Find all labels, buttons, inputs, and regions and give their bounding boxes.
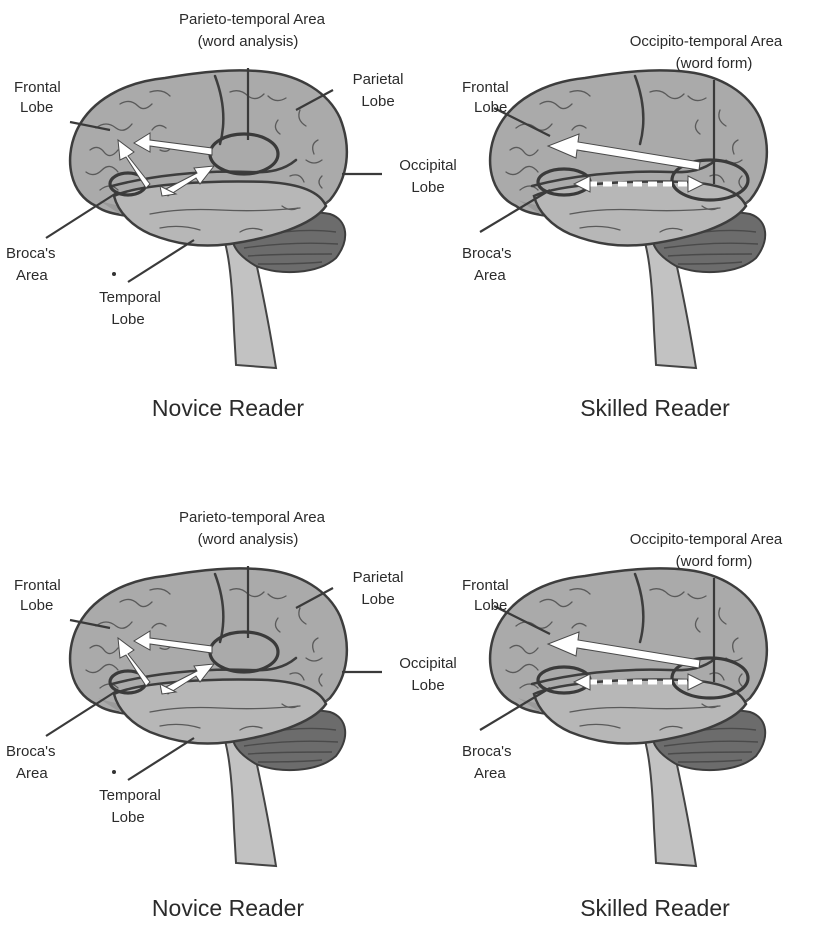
parieto-temporal-label: Parieto-temporal Area [179,11,326,28]
novice-caption: Novice Reader [152,895,304,921]
broca-label: Broca's [6,743,56,760]
frontal-label-line2: Lobe [20,99,53,116]
occipito-temporal-label: Occipito-temporal Area [630,531,783,548]
broca-label-skilled-line2: Area [474,765,506,782]
frontal-label-skilled: Frontal [462,79,509,96]
occipital-label: Occipital [399,157,457,174]
frontal-label-skilled-line2: Lobe [474,597,507,614]
frontal-label-line2: Lobe [20,597,53,614]
occipital-label-line2: Lobe [411,677,444,694]
temporal-label: Temporal [99,787,161,804]
broca-label: Broca's [6,245,56,262]
broca-pointer [46,192,118,238]
broca-label-line2: Area [16,267,48,284]
temporal-pointer [128,738,194,780]
broca-label-skilled: Broca's [462,743,512,760]
frontal-label: Frontal [14,79,61,96]
frontal-label-skilled-line2: Lobe [474,99,507,116]
skilled-brain-illustration [490,70,767,368]
temporal-pointer [128,240,194,282]
broca-label-skilled: Broca's [462,245,512,262]
skilled-reader-panel-top: Occipito-temporal Area (word form) Front… [462,33,783,421]
frontal-label-skilled: Frontal [462,577,509,594]
bullet-dot [112,770,116,774]
occipito-temporal-sublabel: (word form) [676,55,753,72]
temporal-label-line2: Lobe [111,809,144,826]
occipito-temporal-label: Occipito-temporal Area [630,33,783,50]
skilled-reader-panel-bottom: Occipito-temporal Area (word form) Front… [462,531,783,921]
skilled-caption: Skilled Reader [580,895,730,921]
parieto-temporal-label: Parieto-temporal Area [179,509,326,526]
occipital-label-line2: Lobe [411,179,444,196]
broca-label-skilled-line2: Area [474,267,506,284]
novice-reader-panel-top: Parieto-temporal Area (word analysis) Fr… [6,11,457,421]
parieto-temporal-sublabel: (word analysis) [198,33,299,50]
temporal-label-line2: Lobe [111,311,144,328]
parieto-temporal-sublabel: (word analysis) [198,531,299,548]
frontal-label: Frontal [14,577,61,594]
temporal-label: Temporal [99,289,161,306]
novice-reader-panel-bottom: Parieto-temporal Area (word analysis) Fr… [6,509,457,921]
occipital-label: Occipital [399,655,457,672]
skilled-brain-illustration [490,568,767,866]
bullet-dot [112,272,116,276]
broca-pointer [46,690,118,736]
skilled-caption: Skilled Reader [580,395,730,421]
occipito-temporal-sublabel: (word form) [676,553,753,570]
parietal-label-line2: Lobe [361,93,394,110]
parietal-label-line2: Lobe [361,591,394,608]
novice-caption: Novice Reader [152,395,304,421]
broca-label-line2: Area [16,765,48,782]
parietal-label: Parietal [353,71,404,88]
parietal-label: Parietal [353,569,404,586]
